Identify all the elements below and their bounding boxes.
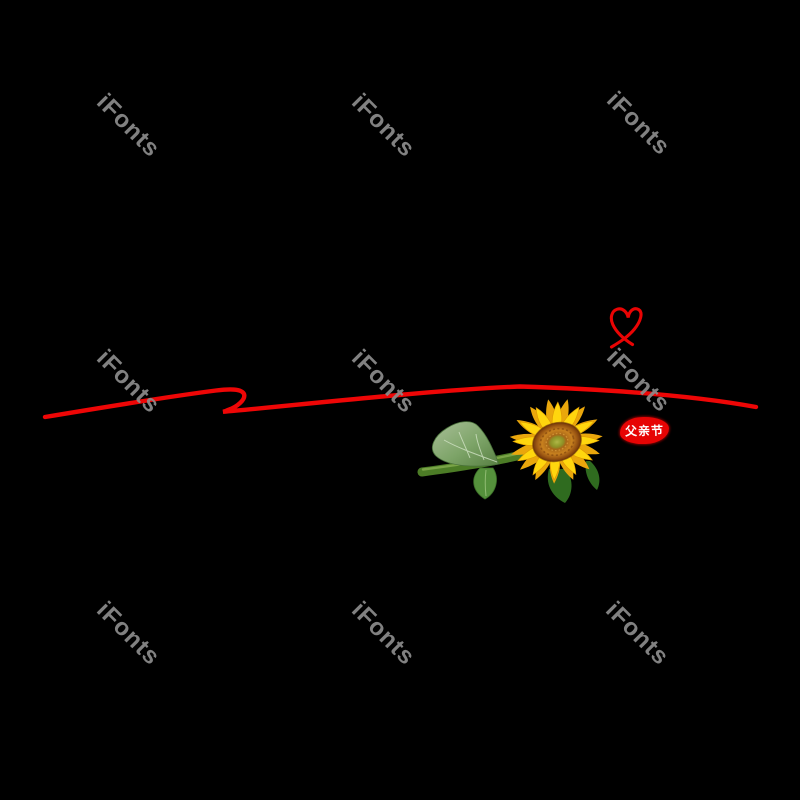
fathers-day-stamp-label: 父亲节 (624, 422, 665, 439)
heart-doodle-icon (609, 307, 643, 349)
sunflower-disk (532, 421, 582, 463)
sunflower-image (417, 398, 603, 503)
red-swash-line (42, 384, 759, 420)
sunflower-leaf-upper (432, 421, 500, 467)
